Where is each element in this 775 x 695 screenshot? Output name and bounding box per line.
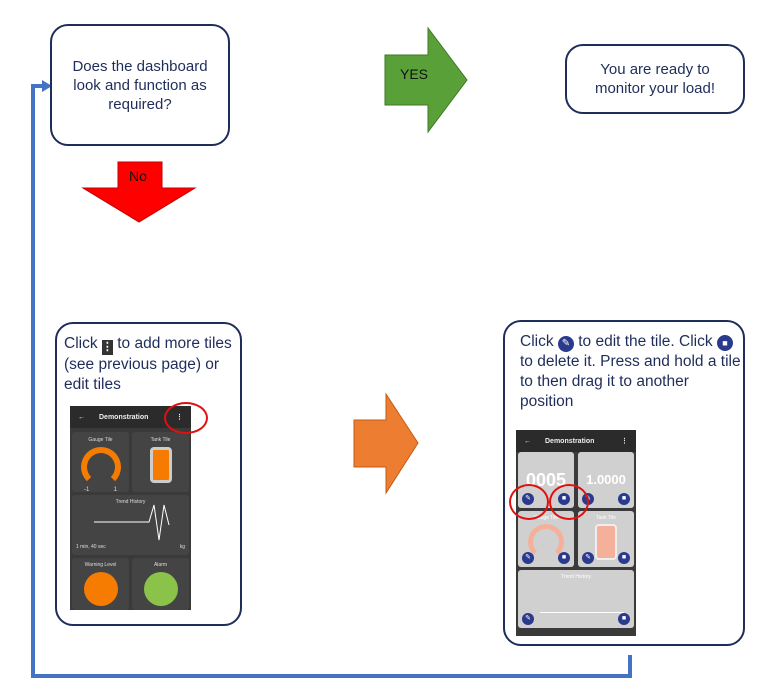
next-arrow: [353, 392, 419, 495]
highlight-circle: [164, 402, 208, 434]
loop-back-arrow: [31, 84, 632, 678]
alarm-indicator: [143, 572, 178, 606]
gauge-icon: [80, 447, 121, 487]
no-arrow: [81, 161, 197, 223]
ready-text: You are ready to monitor your load!: [594, 61, 716, 97]
trash-icon: ■: [716, 335, 733, 351]
ready-box: You are ready to monitor your load!: [565, 44, 745, 114]
add-tiles-text: Click ⋮ to add more tiles (see previous …: [64, 335, 232, 393]
tank-icon: [149, 447, 172, 483]
yes-arrow: [384, 26, 468, 134]
phone-screenshot-right: ←Demonstration⋮ 0005✎■ 1.0000✎■ Gauge Ti…: [516, 430, 636, 636]
pencil-icon: ✎: [557, 336, 574, 352]
no-label: No: [129, 168, 147, 184]
decision-text: Does the dashboard look and function as …: [72, 57, 208, 113]
yes-label: YES: [400, 66, 429, 82]
highlight-delete-circle: [549, 484, 589, 520]
decision-box: Does the dashboard look and function as …: [50, 24, 230, 146]
kebab-menu-icon: ⋮: [101, 340, 113, 355]
highlight-edit-circle: [509, 484, 549, 520]
loop-arrowhead: [42, 80, 52, 92]
warning-indicator: [83, 572, 118, 606]
edit-tiles-box: Click ✎ to edit the tile. Click ■ to del…: [503, 320, 745, 646]
back-icon: ←: [78, 413, 85, 421]
add-tiles-box: Click ⋮ to add more tiles (see previous …: [55, 322, 242, 626]
edit-tiles-text: Click ✎ to edit the tile. Click ■ to del…: [520, 333, 741, 410]
